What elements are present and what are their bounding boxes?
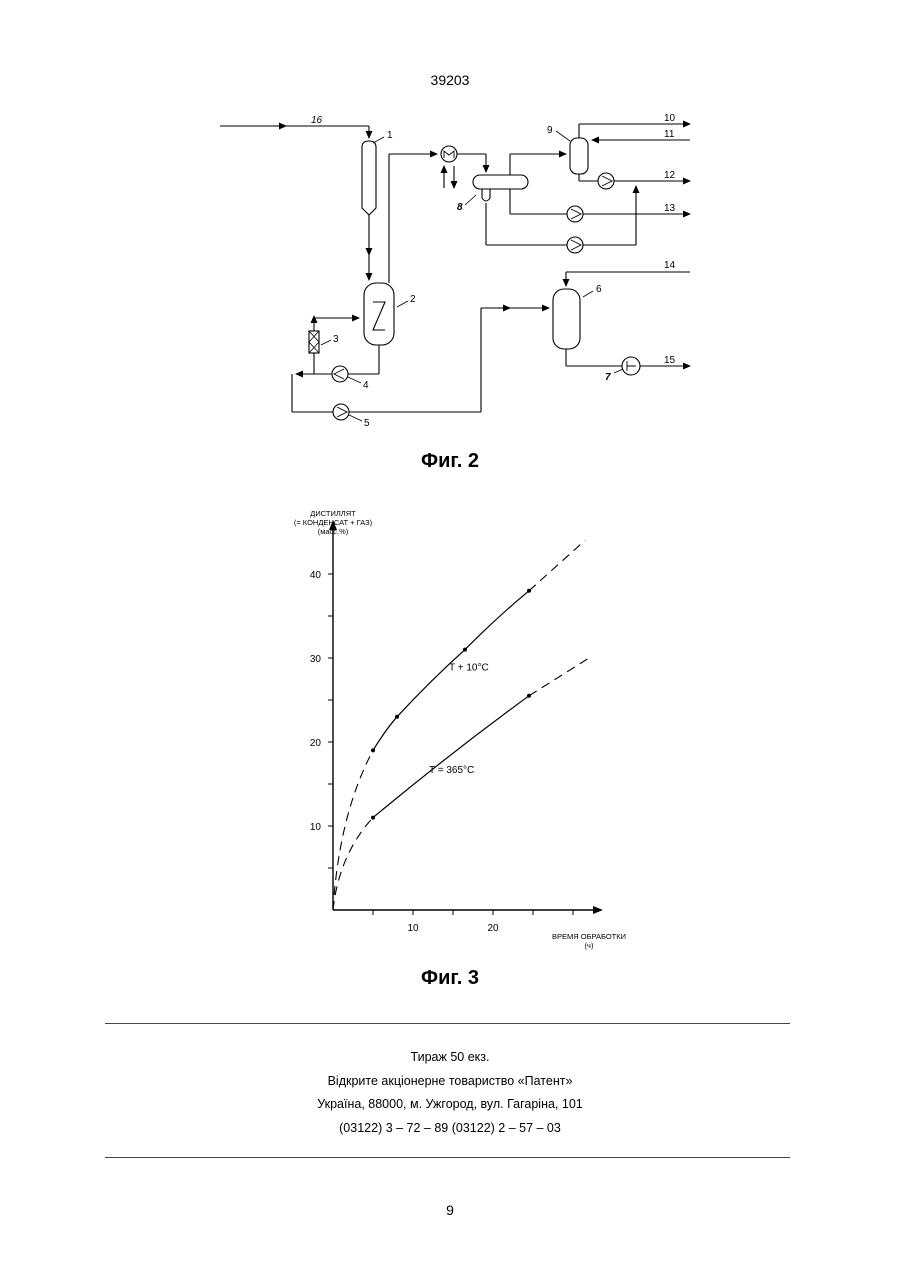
series-1-solid-line [373, 696, 529, 818]
footer-top-rule [105, 1023, 790, 1024]
series-1-label: T = 365°C [429, 765, 474, 776]
chart-ticks: 10 20 10 20 30 40 [310, 570, 573, 934]
publisher-phones: (03122) 3 – 72 – 89 (03122) 2 – 57 – 03 [0, 1117, 900, 1141]
unit-1-vessel [362, 141, 376, 215]
chart-axes [329, 520, 603, 914]
unit-label-5: 5 [364, 418, 370, 429]
unit-label-7: 7 [605, 372, 611, 383]
y-tick-label: 20 [310, 738, 322, 749]
unit-label-2: 2 [410, 294, 416, 305]
stream-label-15: 15 [664, 355, 676, 366]
unit-label-3: 3 [333, 334, 339, 345]
chart-curves: T + 10°C T = 365°C [333, 540, 589, 910]
x-axis-title: ВРЕМЯ ОБРАБОТКИ (ч) [552, 932, 626, 950]
publisher-footer: Тираж 50 екз. Відкрите акціонерне товари… [0, 1046, 900, 1140]
y-tick-label: 30 [310, 654, 322, 665]
x-axis-arrowhead [593, 906, 603, 914]
series-1-point [527, 694, 531, 698]
stream-label-11: 11 [664, 129, 675, 140]
figure-2-caption: Фиг. 2 [0, 450, 900, 473]
publisher-name: Відкрите акціонерне товариство «Патент» [0, 1070, 900, 1094]
y-axis-title-line-1: ДИСТИЛЛЯТ [310, 509, 356, 518]
unit-6-column [553, 289, 580, 349]
series-0-point [371, 748, 375, 752]
page-number: 9 [0, 1202, 900, 1218]
stream-label-10: 10 [664, 113, 676, 124]
process-flow-diagram: 16 10 11 12 13 14 15 1 2 3 4 5 6 7 8 9 [0, 0, 900, 450]
x-tick-label: 10 [407, 923, 419, 934]
unit-label-4: 4 [363, 380, 369, 391]
y-tick-label: 10 [310, 822, 322, 833]
unit-label-8: 8 [457, 202, 463, 213]
distillate-yield-chart: ДИСТИЛЛЯТ (= КОНДЕНСАТ + ГАЗ) (масс.%) В… [0, 500, 900, 960]
series-0-point [527, 589, 531, 593]
unit-label-1: 1 [387, 130, 393, 141]
unit-label-6: 6 [596, 284, 602, 295]
unit-2-reactor [364, 283, 394, 345]
stream-label-13: 13 [664, 203, 676, 214]
x-axis-title-line-2: (ч) [585, 941, 594, 950]
series-0-label: T + 10°C [449, 663, 489, 674]
series-1-dashed-start [333, 818, 373, 910]
series-0-point [395, 715, 399, 719]
unit-8-separator [473, 175, 528, 189]
x-axis-title-line-1: ВРЕМЯ ОБРАБОТКИ [552, 932, 626, 941]
y-tick-label: 40 [310, 570, 322, 581]
unit-label-9: 9 [547, 125, 553, 136]
heat-exchanger-m [441, 146, 457, 162]
series-0-dashed-start [333, 750, 373, 910]
stream-label-16: 16 [311, 115, 323, 126]
print-run: Тираж 50 екз. [0, 1046, 900, 1070]
stream-label-12: 12 [664, 170, 676, 181]
footer-bottom-rule [105, 1157, 790, 1158]
publisher-address: Україна, 88000, м. Ужгород, вул. Гагарін… [0, 1093, 900, 1117]
series-0-point [463, 648, 467, 652]
series-0-dashed-end [529, 540, 585, 590]
unit-3-heater [309, 331, 319, 353]
figure-3-caption: Фиг. 3 [0, 967, 900, 990]
stream-label-14: 14 [664, 260, 676, 271]
x-tick-label: 20 [487, 923, 499, 934]
series-1-dashed-end [529, 658, 589, 696]
unit-9-column [570, 138, 588, 174]
series-1-point [371, 816, 375, 820]
